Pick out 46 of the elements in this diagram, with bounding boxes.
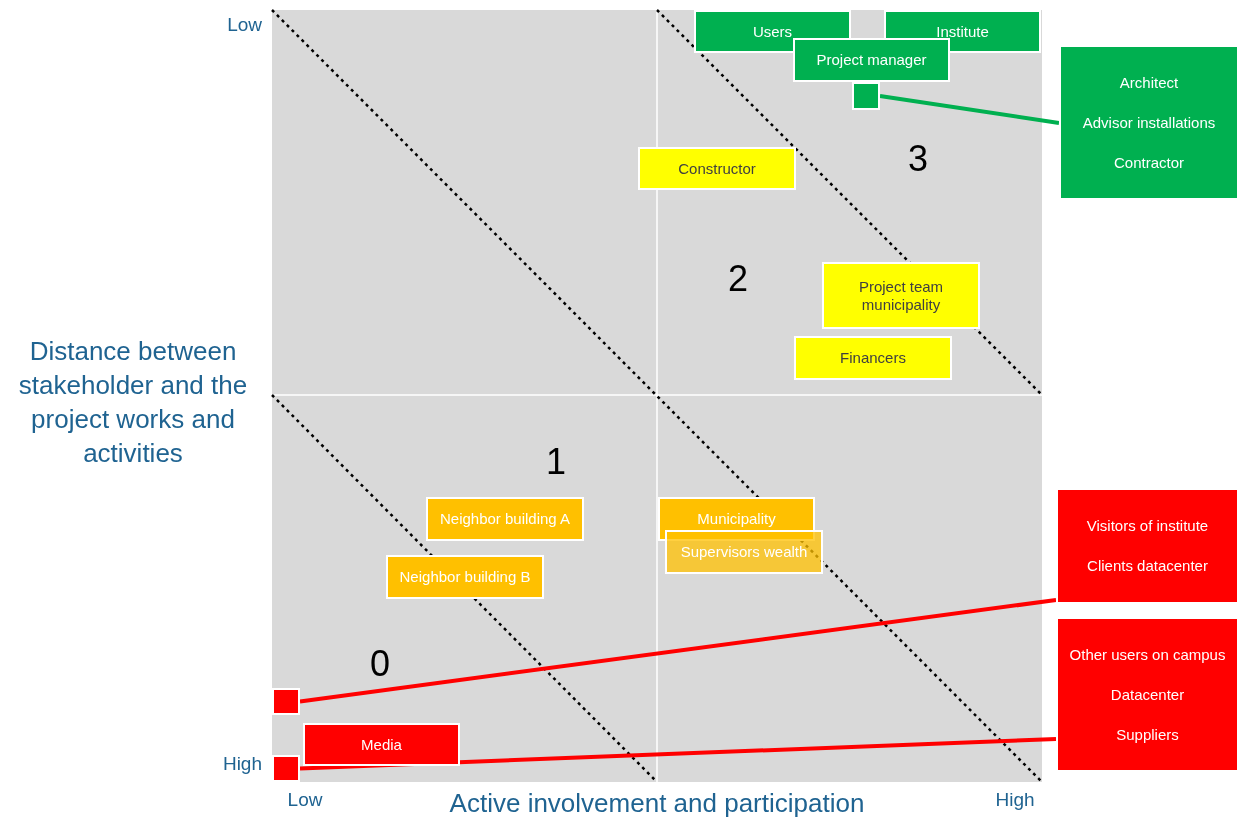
stakeholder-name: Other users on campus xyxy=(1069,645,1226,664)
marker-square xyxy=(272,755,300,782)
axis-tick-label: High xyxy=(994,789,1036,811)
stakeholder-name: Clients datacenter xyxy=(1087,557,1208,575)
axis-title: Active involvement and participation xyxy=(448,788,866,819)
connector-line xyxy=(879,94,1060,125)
stakeholder-name: Suppliers xyxy=(1116,725,1179,744)
stakeholder-box xyxy=(638,147,796,190)
stakeholder-box xyxy=(426,497,584,541)
zone-number: 1 xyxy=(545,441,567,483)
stakeholder-name: Institute xyxy=(936,22,989,41)
axis-tick-label: High xyxy=(221,753,262,775)
stakeholder-box xyxy=(303,723,460,766)
stakeholder-name: Users xyxy=(752,22,793,41)
stakeholder-name: Supervisors wealth xyxy=(680,543,808,561)
stakeholder-name: Financers xyxy=(840,349,906,367)
stakeholder-name: Visitors of institute xyxy=(1086,517,1209,535)
stakeholder-name: Datacenter xyxy=(1110,685,1185,704)
zone-number: 0 xyxy=(369,643,391,685)
stakeholder-name: Neighbor building B xyxy=(399,568,531,586)
stakeholder-box xyxy=(822,262,980,329)
axis-tick-label: Low xyxy=(226,14,262,36)
connector-line xyxy=(299,598,1057,704)
marker-square xyxy=(852,82,880,110)
stakeholder-name: Neighbor building A xyxy=(439,510,571,528)
zone-number: 2 xyxy=(727,258,749,300)
stakeholder-name: Architect xyxy=(1119,73,1179,92)
axis-tick-label: Low xyxy=(286,789,324,811)
stakeholder-name: Project manager xyxy=(816,51,927,69)
stakeholder-name: Municipality xyxy=(697,510,776,528)
stakeholder-box xyxy=(665,530,823,574)
stakeholder-name: Contractor xyxy=(1114,153,1184,172)
stakeholder-name: Constructor xyxy=(678,159,756,178)
connector-line xyxy=(299,736,1057,771)
stakeholder-box xyxy=(1059,45,1239,200)
stakeholder-name: Project team municipality xyxy=(857,277,945,314)
stakeholder-name: Media xyxy=(361,735,402,754)
axis-title: Distance between stakeholder and the project works and activities xyxy=(17,335,249,470)
stakeholder-box xyxy=(1056,488,1239,604)
stakeholder-box xyxy=(386,555,544,599)
stakeholder-box xyxy=(793,38,950,82)
marker-square xyxy=(272,688,300,715)
stakeholder-name: Advisor installations xyxy=(1082,113,1216,132)
zone-number: 3 xyxy=(907,138,929,180)
stakeholder-box xyxy=(1056,617,1239,772)
stakeholder-box xyxy=(794,336,952,380)
